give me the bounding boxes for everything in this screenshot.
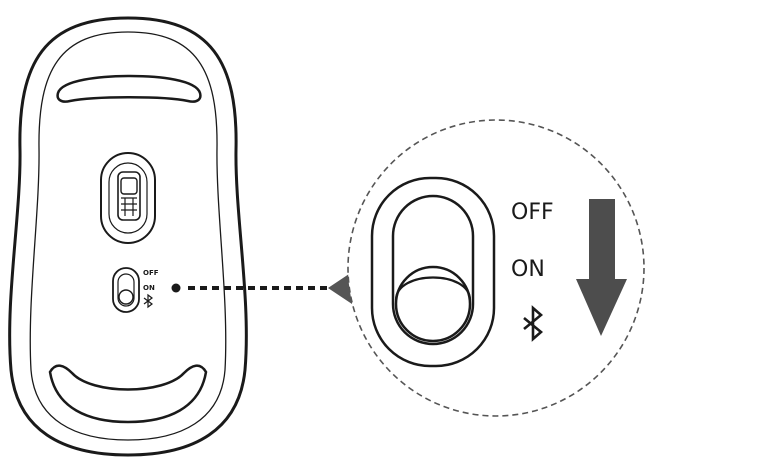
small-on-label: ON	[143, 284, 155, 292]
large-switch-knob	[394, 265, 472, 343]
bluetooth-icon	[523, 305, 544, 342]
large-switch-outer	[370, 176, 496, 368]
callout-dot	[171, 283, 181, 293]
mouse-body	[8, 16, 248, 457]
zoom-off-label: OFF	[511, 200, 554, 225]
sensor-lens	[120, 177, 138, 195]
sensor-slot	[117, 171, 141, 221]
bottom-foot-pad	[48, 364, 208, 424]
top-foot-pad	[56, 74, 202, 103]
callout-pointer	[328, 272, 352, 304]
zoom-on-label: ON	[511, 257, 545, 282]
arrow-shaft	[589, 199, 615, 281]
small-switch-knob	[118, 289, 134, 305]
arrow-head	[576, 279, 627, 336]
mouse-inner-outline	[29, 31, 227, 441]
optical-sensor	[100, 152, 156, 244]
small-power-switch	[112, 267, 140, 313]
arrow-down-icon	[576, 199, 627, 336]
sensor-detail	[121, 197, 137, 216]
large-power-switch	[370, 176, 496, 368]
mouse-outer-outline	[8, 16, 248, 457]
small-switch-outer	[112, 267, 140, 313]
small-bluetooth-icon	[143, 293, 153, 309]
sensor-outer	[100, 152, 156, 244]
small-switch-track	[117, 273, 135, 307]
sensor-inner	[108, 162, 148, 234]
small-off-label: OFF	[143, 269, 159, 277]
large-switch-track	[391, 194, 475, 346]
